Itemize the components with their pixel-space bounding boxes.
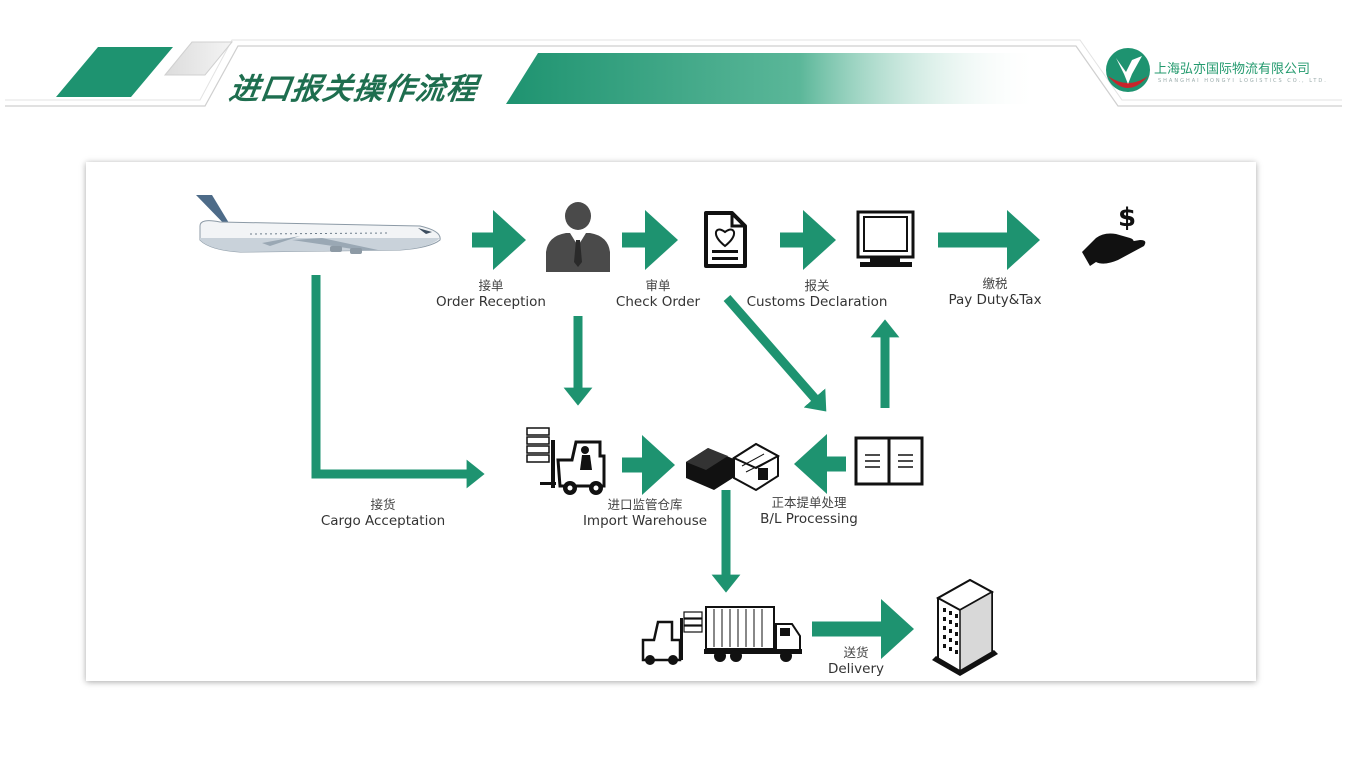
forklift-icon xyxy=(526,427,606,495)
label-order-reception: 接单 Order Reception xyxy=(436,278,546,310)
label-customs-declaration-en: Customs Declaration xyxy=(746,294,888,310)
monitor-icon xyxy=(856,210,915,267)
label-delivery-zh: 送货 xyxy=(843,645,869,660)
header-graphic xyxy=(5,39,1342,107)
label-customs-declaration: 报关 Customs Declaration xyxy=(747,278,888,310)
label-import-warehouse-zh: 进口监管仓库 xyxy=(607,497,683,512)
label-cargo-acceptation: 接货 Cargo Acceptation xyxy=(321,497,445,529)
label-bl-processing: 正本提单处理 B/L Processing xyxy=(760,495,858,527)
company-logo xyxy=(1106,48,1150,92)
label-check-order-zh: 审单 xyxy=(645,278,671,293)
arrow-plane-to-forklift xyxy=(311,275,485,489)
label-pay-duty-en: Pay Duty&Tax xyxy=(948,292,1042,308)
arrow-check-to-bl xyxy=(723,295,827,412)
airplane-icon xyxy=(196,195,441,254)
flow-arrows xyxy=(311,210,1040,659)
company-name: 上海弘亦国际物流有限公司 xyxy=(1154,62,1311,77)
header-banner: 进口报关操作流程 上海弘亦国际物流有限公司 SHANGHAI HONGYI LO… xyxy=(0,0,1350,120)
truck-icon xyxy=(641,606,802,665)
book-icon xyxy=(854,436,924,486)
label-bl-processing-zh: 正本提单处理 xyxy=(771,495,847,510)
businessman-icon xyxy=(546,202,610,272)
label-cargo-acceptation-zh: 接货 xyxy=(370,497,396,512)
label-order-reception-en: Order Reception xyxy=(436,294,546,310)
label-import-warehouse-en: Import Warehouse xyxy=(582,513,708,529)
label-pay-duty-zh: 缴税 xyxy=(982,276,1008,291)
document-icon xyxy=(704,211,747,268)
label-cargo-acceptation-en: Cargo Acceptation xyxy=(320,513,446,529)
flow-diagram: $ xyxy=(196,195,1146,676)
label-import-warehouse: 进口监管仓库 Import Warehouse xyxy=(583,497,707,529)
building-icon xyxy=(932,578,998,676)
label-order-reception-zh: 接单 xyxy=(478,278,504,293)
hand-dollar-icon: $ xyxy=(1082,203,1146,266)
label-pay-duty: 缴税 Pay Duty&Tax xyxy=(948,276,1041,308)
label-bl-processing-en: B/L Processing xyxy=(760,511,858,527)
warehouse-icon xyxy=(686,442,781,492)
svg-text:$: $ xyxy=(1118,203,1136,233)
label-delivery: 送货 Delivery xyxy=(828,645,884,677)
label-check-order: 审单 Check Order xyxy=(616,278,700,310)
label-customs-declaration-zh: 报关 xyxy=(804,278,830,293)
page-title: 进口报关操作流程 xyxy=(227,72,480,107)
company-name-en: SHANGHAI HONGYI LOGISTICS CO., LTD. xyxy=(1158,78,1328,84)
flow-diagram-panel: $ xyxy=(86,162,1256,681)
label-check-order-en: Check Order xyxy=(615,294,701,310)
label-delivery-en: Delivery xyxy=(827,661,885,677)
